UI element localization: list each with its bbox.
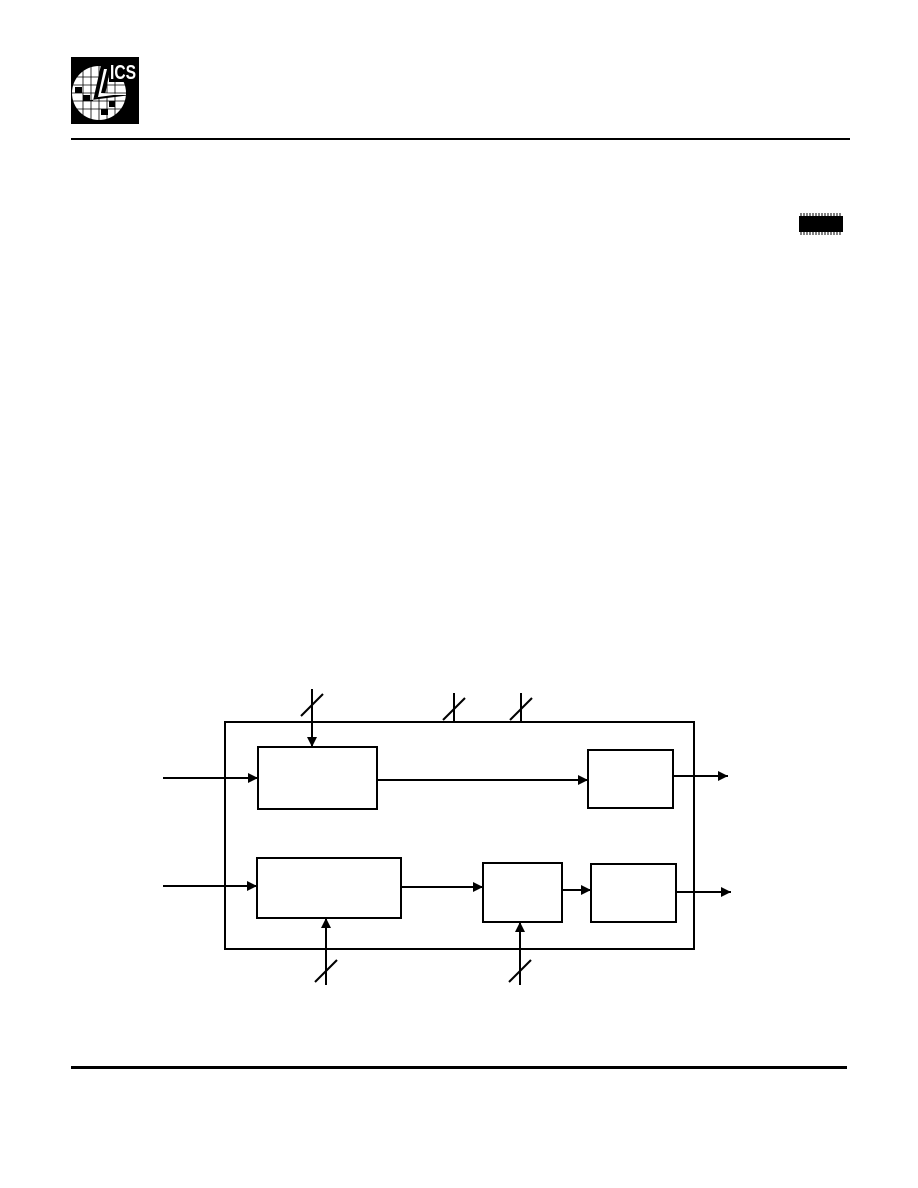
bus-slash-2 xyxy=(442,697,466,721)
block-top-left xyxy=(257,746,378,810)
bus-slash-3 xyxy=(509,697,533,721)
footer-rule xyxy=(71,1066,847,1069)
ics-logo-icon: ICS xyxy=(71,57,139,124)
chip-package-icon xyxy=(799,213,843,235)
block-top-right xyxy=(587,749,674,809)
block-bottom-right xyxy=(590,863,677,923)
bus-slash-4 xyxy=(314,959,338,983)
header-rule xyxy=(71,138,850,140)
block-bottom-middle xyxy=(482,862,563,923)
logo-text: ICS xyxy=(110,62,136,84)
bus-slash-5 xyxy=(508,959,532,983)
chip-boundary xyxy=(224,721,695,950)
bus-slash-1 xyxy=(300,693,324,717)
block-bottom-left xyxy=(256,857,402,919)
